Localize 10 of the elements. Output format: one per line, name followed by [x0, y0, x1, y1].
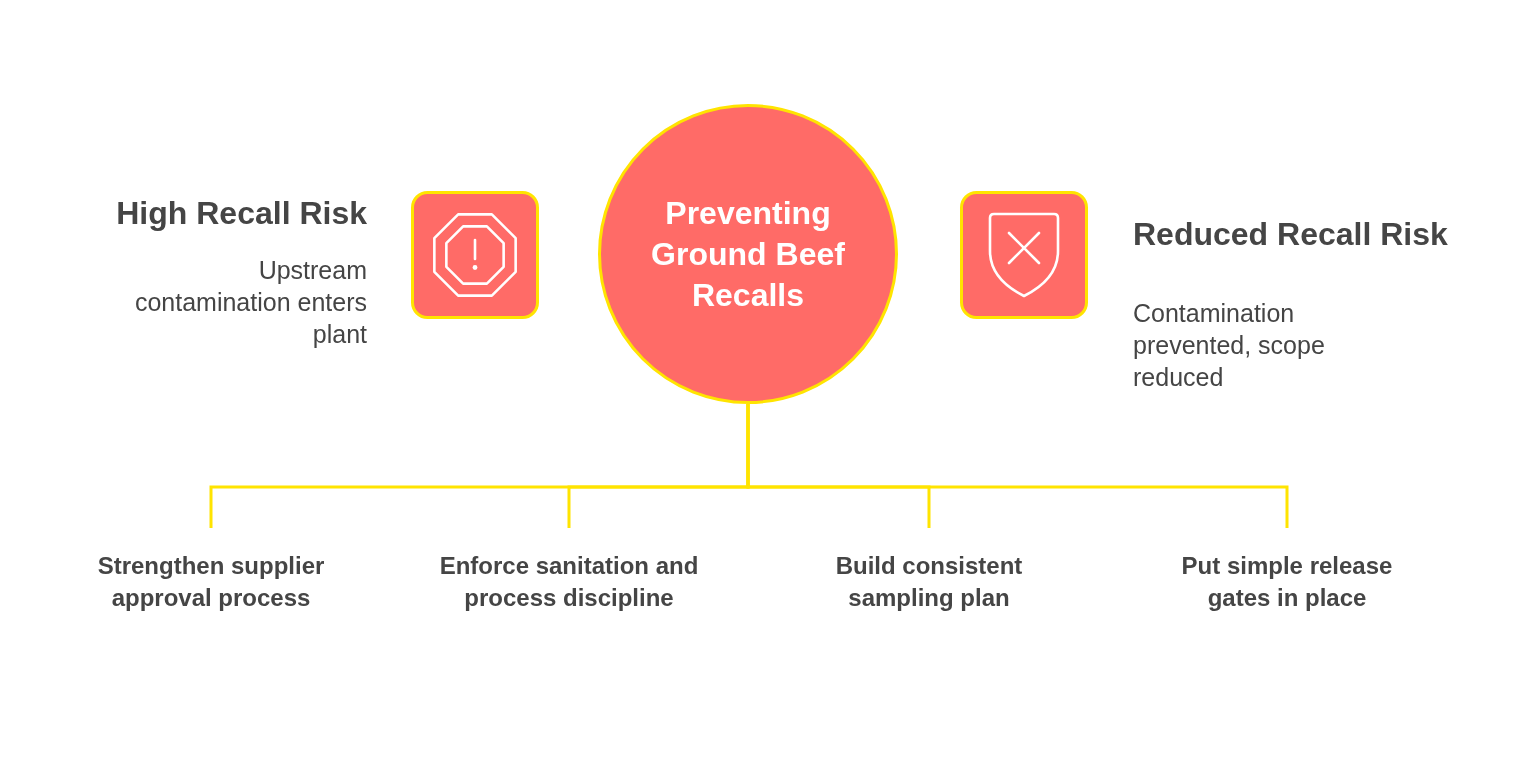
step-text: Build consistent sampling plan — [789, 528, 1069, 614]
connector-line — [746, 404, 1289, 528]
risk-heading: High Recall Risk — [116, 194, 367, 233]
risk-description: Upstream contamination enters plant — [133, 255, 367, 350]
step-text: Enforce sanitation and process discipline — [429, 528, 709, 614]
risk-description: Contamination prevented, scope reduced — [1133, 298, 1326, 393]
circle-title: Preventing Ground Beef Recalls — [650, 193, 846, 315]
risk-heading: Reduced Recall Risk — [1133, 215, 1448, 254]
step-text: Strengthen supplier approval process — [71, 528, 351, 614]
step-text: Put simple release gates in place — [1147, 528, 1427, 614]
